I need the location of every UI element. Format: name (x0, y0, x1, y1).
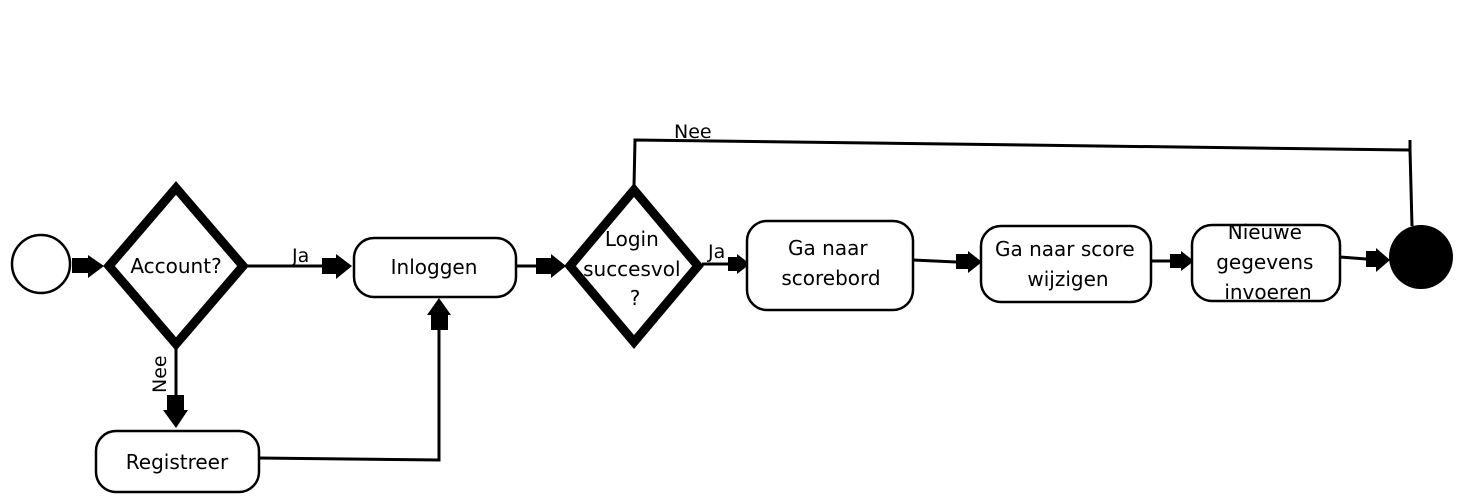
action-scorebord (745, 219, 915, 312)
edge-label-login-ja: Ja (707, 241, 725, 263)
action-gegevens-invoeren (1190, 223, 1342, 303)
edge-label-account-nee: Nee (149, 355, 171, 393)
edge-label-login-nee: Nee (674, 121, 712, 143)
final-node (1389, 225, 1453, 289)
scorebord-label: Ga naar scorebord (781, 236, 880, 290)
edge-label-account-ja: Ja (291, 245, 309, 267)
arrow-start-to-account (72, 255, 104, 278)
arrow-to-end (1366, 248, 1390, 272)
decision-login-label-line-2: succesvol (583, 257, 680, 281)
gegevens-invoeren-label: Nieuwe gegevens invoeren (1216, 220, 1320, 304)
gegevens-invoeren-label-line-1: Nieuwe (1228, 220, 1302, 244)
initial-node (10, 233, 72, 295)
decision-account (103, 181, 249, 351)
scorebord-label-line-2: scorebord (781, 266, 880, 290)
score-wijzigen-label-line-1: Ga naar score (995, 237, 1135, 261)
connectors (174, 138, 1414, 462)
arrow-to-wijzigen (956, 251, 982, 273)
action-registreer (94, 429, 261, 494)
gegevens-invoeren-label-line-3: invoeren (1224, 280, 1311, 304)
arrow-to-login-decision (536, 254, 566, 278)
gegevens-invoeren-label-line-2: gegevens (1216, 250, 1313, 274)
decision-login-label-line-1: Login (605, 227, 659, 251)
edge-scorebord-to-wijzigen (912, 258, 957, 264)
decision-login-label: Login succesvol ? (583, 227, 687, 310)
arrow-to-scorebord (728, 254, 750, 274)
edge-login-nee-to-end (632, 138, 1414, 227)
decision-login (564, 183, 704, 349)
arrow-to-inloggen (322, 254, 352, 279)
score-wijzigen-label-line-2: wijzigen (1027, 267, 1108, 291)
registreer-label: Registreer (126, 450, 229, 474)
arrow-to-registreer (163, 395, 188, 428)
edge-invoeren-to-end (1339, 255, 1367, 261)
scorebord-label-line-1: Ga naar (788, 236, 868, 260)
edge-registreer-to-inloggen (257, 330, 441, 462)
decision-login-label-line-3: ? (630, 286, 641, 310)
action-inloggen (352, 236, 518, 299)
action-score-wijzigen (979, 224, 1153, 304)
decision-account-label: Account? (130, 254, 221, 278)
score-wijzigen-label: Ga naar score wijzigen (995, 237, 1141, 291)
arrowheads (72, 248, 1390, 428)
arrow-registreer-up-to-inloggen (427, 298, 451, 330)
arrow-to-invoeren (1170, 251, 1194, 271)
inloggen-label: Inloggen (391, 255, 478, 279)
